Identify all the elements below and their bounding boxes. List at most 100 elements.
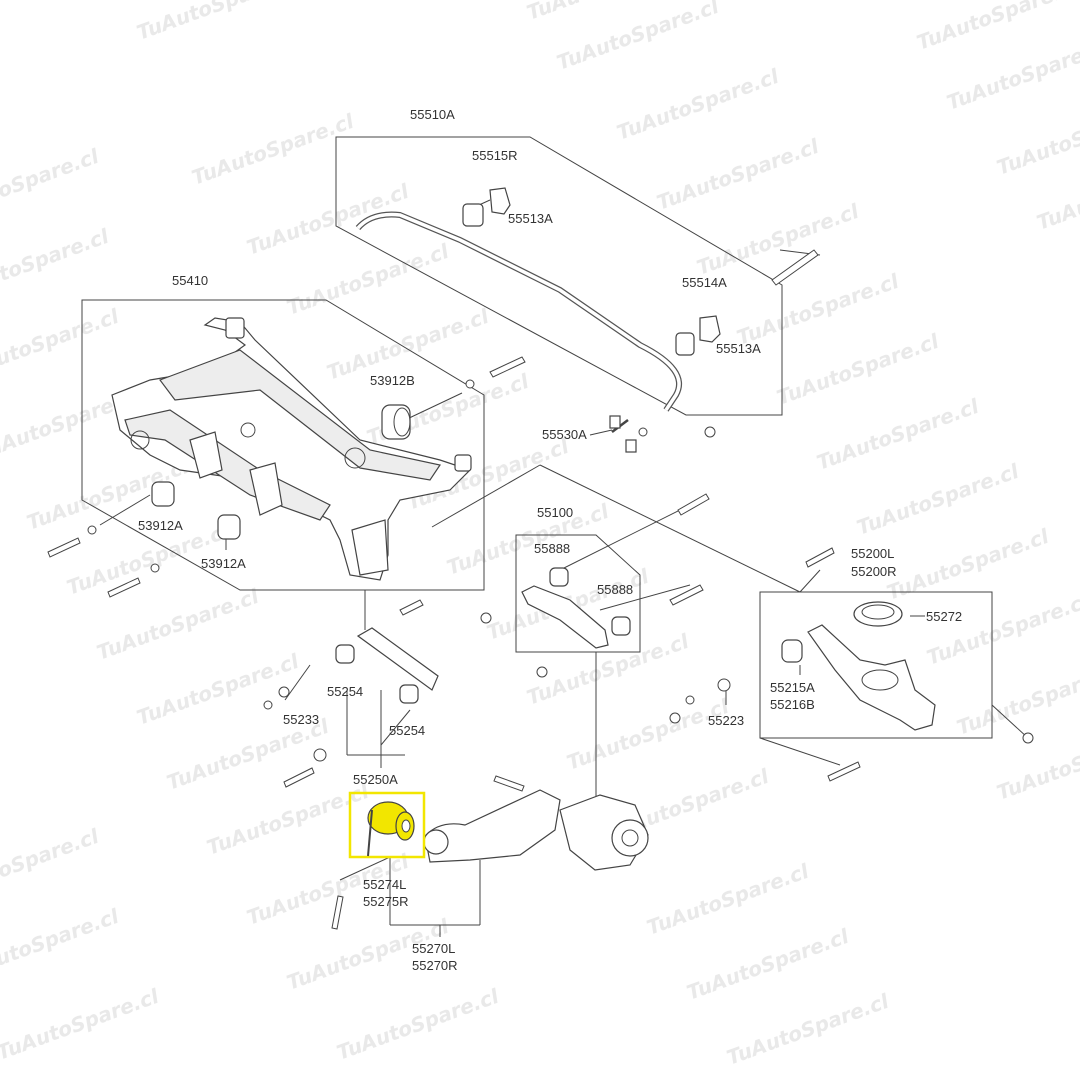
watermark-text: TuAutoSpare.cl [444, 499, 613, 580]
nut-icon [1022, 732, 1034, 744]
assist-arm-body [356, 627, 439, 691]
bushing-55888 [549, 567, 569, 587]
watermark-text: TuAutoSpare.cl [734, 269, 903, 350]
watermark-text: TuAutoSpare.cl [914, 0, 1080, 55]
label-55254[interactable]: 55254 [327, 684, 363, 699]
bushing-55888 [611, 616, 631, 636]
label-55513A[interactable]: 55513A [716, 341, 761, 356]
watermark-text: TuAutoSpare.cl [694, 199, 863, 280]
watermark-text: TuAutoSpare.cl [924, 589, 1080, 670]
watermark-text: TuAutoSpare.cl [644, 859, 813, 940]
label-53912A[interactable]: 53912A [201, 556, 246, 571]
label-55270L[interactable]: 55270L [412, 941, 455, 956]
assist-arm [263, 599, 439, 788]
stabilizer-bracket [489, 187, 511, 215]
trailing-arm [423, 775, 649, 871]
watermark-text: TuAutoSpare.cl [944, 34, 1080, 115]
hub-center [621, 829, 639, 847]
label-55223[interactable]: 55223 [708, 713, 744, 728]
stabilizer-group-frame [335, 136, 783, 416]
label-55888[interactable]: 55888 [597, 582, 633, 597]
crossmember-group-frame [81, 299, 485, 591]
group-frames [81, 136, 1029, 937]
label-55233[interactable]: 55233 [283, 712, 319, 727]
spring-pad-inner [861, 604, 895, 620]
bushing-bolt [367, 809, 373, 857]
watermark-text: TuAutoSpare.cl [724, 989, 893, 1070]
crossmember-rear-rail [159, 349, 441, 481]
watermark-text: TuAutoSpare.cl [0, 224, 113, 305]
bolt-icon [771, 249, 819, 286]
washer-icon [313, 748, 327, 762]
bolt-icon [677, 493, 710, 516]
trailing-arm-eye [423, 829, 449, 855]
watermark-text: TuAutoSpare.cl [854, 459, 1023, 540]
label-55200L[interactable]: 55200L [851, 546, 894, 561]
watermark-text: TuAutoSpare.cl [524, 629, 693, 710]
leader-line [799, 569, 821, 593]
watermark-text: TuAutoSpare.cl [994, 99, 1080, 180]
leader-line [759, 737, 841, 766]
bolt-icon [399, 599, 424, 616]
label-55200R[interactable]: 55200R [851, 564, 897, 579]
label-55216B[interactable]: 55216B [770, 697, 815, 712]
crossmember-mount-arm [249, 462, 283, 516]
label-55888[interactable]: 55888 [534, 541, 570, 556]
leader-line [599, 584, 691, 611]
leader-line [991, 704, 1029, 739]
nut-icon [704, 426, 716, 438]
watermark-text: TuAutoSpare.cl [189, 109, 358, 190]
watermark-text: TuAutoSpare.cl [204, 779, 373, 860]
label-55514A[interactable]: 55514A [682, 275, 727, 290]
stabilizer-link-end [609, 415, 621, 429]
crossmember-subframe [111, 317, 472, 581]
watermark-text: TuAutoSpare.cl [0, 904, 123, 985]
lower-arm-group-frame [759, 591, 993, 739]
nut-icon [263, 700, 273, 710]
crossmember-hole [130, 430, 150, 450]
watermark-text: TuAutoSpare.cl [334, 984, 503, 1065]
label-53912B[interactable]: 53912B [370, 373, 415, 388]
label-55270R[interactable]: 55270R [412, 958, 458, 973]
stabilizer-bracket [699, 315, 721, 343]
stabilizer-link-end [625, 439, 637, 453]
stabilizer-bushing [675, 332, 695, 356]
leader-line [589, 429, 613, 436]
leader-line [99, 494, 151, 526]
lower-arm-body [807, 624, 936, 731]
label-53912A[interactable]: 53912A [138, 518, 183, 533]
bushing-55254 [335, 644, 355, 664]
label-55272[interactable]: 55272 [926, 609, 962, 624]
watermark-text: TuAutoSpare.cl [0, 304, 123, 385]
upper-arm-body [521, 585, 609, 649]
nut-icon [536, 666, 548, 678]
label-55515R[interactable]: 55515R [472, 148, 518, 163]
crossmember-end-bracket [351, 519, 389, 576]
label-55513A[interactable]: 55513A [508, 211, 553, 226]
crossmember-mount-arm [189, 431, 223, 479]
label-55410[interactable]: 55410 [172, 273, 208, 288]
label-55510A[interactable]: 55510A [410, 107, 455, 122]
nut-icon [465, 379, 475, 389]
nut-icon [150, 563, 160, 573]
label-55250A[interactable]: 55250A [353, 772, 398, 787]
label-55100[interactable]: 55100 [537, 505, 573, 520]
watermark-text: TuAutoSpare.cl [684, 924, 853, 1005]
upper-control-arm [480, 493, 710, 678]
label-55274L[interactable]: 55274L [363, 877, 406, 892]
label-55275R[interactable]: 55275R [363, 894, 409, 909]
label-55215A[interactable]: 55215A [770, 680, 815, 695]
washer-icon [717, 678, 731, 692]
leader-line [284, 664, 311, 701]
leader-line [404, 392, 463, 421]
label-55530A[interactable]: 55530A [542, 427, 587, 442]
bushing-55215A [781, 639, 803, 663]
highlighted-bushing-55274L[interactable] [331, 791, 426, 930]
lower-control-arm [669, 547, 1034, 782]
watermark-text: TuAutoSpare.cl [1034, 154, 1080, 235]
bolt-icon [47, 537, 81, 558]
watermark-text: TuAutoSpare.cl [284, 239, 453, 320]
spring-seat-hole [861, 669, 899, 691]
label-55254[interactable]: 55254 [389, 723, 425, 738]
